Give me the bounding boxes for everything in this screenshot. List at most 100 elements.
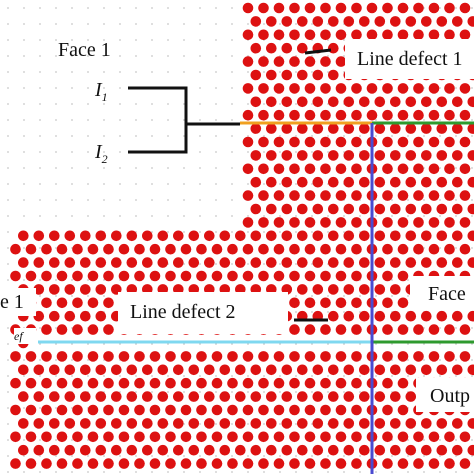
lattice-rod bbox=[335, 377, 347, 389]
lattice-rod bbox=[436, 150, 448, 161]
lattice-rod bbox=[235, 444, 246, 456]
lattice-rod bbox=[80, 391, 91, 402]
lattice-rod bbox=[304, 351, 316, 362]
lattice-rod bbox=[242, 217, 254, 228]
output-right-label: Outp bbox=[416, 378, 474, 412]
lattice-rod bbox=[297, 257, 308, 268]
lattice-rod bbox=[211, 377, 223, 389]
lattice-rod bbox=[18, 418, 29, 429]
lattice-rod bbox=[87, 243, 99, 255]
lattice-rod bbox=[80, 257, 91, 268]
lattice-rod bbox=[289, 324, 300, 335]
lattice-rod bbox=[64, 257, 76, 268]
lattice-rod bbox=[452, 230, 463, 242]
lattice-rod bbox=[359, 310, 370, 322]
lattice-rod bbox=[467, 257, 474, 268]
lattice-rod bbox=[289, 270, 300, 282]
lattice-rod bbox=[428, 431, 440, 443]
lattice-rod bbox=[49, 418, 60, 429]
lattice-rod bbox=[467, 230, 474, 242]
lattice-rod bbox=[467, 364, 474, 376]
photonic-crystal-lattice bbox=[10, 2, 474, 469]
lattice-rod bbox=[103, 270, 114, 282]
lattice-rod bbox=[452, 176, 463, 188]
lattice-rod bbox=[157, 257, 169, 268]
lattice-rod bbox=[459, 29, 471, 41]
lattice-rod bbox=[452, 96, 463, 108]
lattice-rod bbox=[10, 431, 21, 443]
lattice-rod bbox=[351, 404, 362, 416]
lattice-rod bbox=[188, 391, 200, 402]
lattice-rod bbox=[273, 217, 285, 228]
lattice-rod bbox=[56, 404, 68, 416]
lattice-rod bbox=[242, 109, 254, 121]
lattice-rod bbox=[103, 351, 114, 362]
lattice-rod bbox=[382, 458, 393, 469]
lattice-rod bbox=[33, 310, 45, 322]
lattice-rod bbox=[374, 310, 386, 322]
lattice-rod bbox=[304, 404, 316, 416]
lattice-rod bbox=[374, 203, 386, 215]
lattice-rod bbox=[64, 418, 76, 429]
lattice-rod bbox=[459, 136, 471, 148]
lattice-rod bbox=[413, 163, 424, 175]
lattice-rod bbox=[335, 297, 347, 309]
lattice-rod bbox=[49, 310, 60, 322]
lattice-rod bbox=[304, 270, 316, 282]
lattice-rod bbox=[258, 377, 269, 389]
lattice-rod bbox=[87, 297, 99, 309]
lattice-rod bbox=[382, 190, 393, 201]
lattice-rod bbox=[250, 203, 262, 215]
lattice-rod bbox=[374, 96, 386, 108]
lattice-rod bbox=[258, 404, 269, 416]
lattice-rod bbox=[250, 418, 262, 429]
lattice-rod bbox=[297, 284, 308, 295]
lattice-rod bbox=[297, 69, 308, 81]
lattice-rod bbox=[18, 391, 29, 402]
lattice-rod bbox=[165, 377, 176, 389]
lattice-rod bbox=[173, 444, 184, 456]
input-2-label: I2 bbox=[95, 140, 108, 171]
lattice-rod bbox=[444, 2, 455, 14]
lattice-rod bbox=[397, 136, 409, 148]
lattice-rod bbox=[103, 431, 114, 443]
lattice-rod bbox=[312, 96, 324, 108]
lattice-rod bbox=[289, 136, 300, 148]
lattice-rod bbox=[413, 243, 424, 255]
lattice-rod bbox=[328, 310, 339, 322]
lattice-rod bbox=[258, 109, 269, 121]
lattice-rod bbox=[289, 29, 300, 41]
lattice-rod bbox=[320, 136, 331, 148]
input-1-subscript: 1 bbox=[101, 90, 108, 104]
lattice-rod bbox=[397, 377, 409, 389]
lattice-rod bbox=[149, 431, 161, 443]
lattice-rod bbox=[405, 391, 417, 402]
lattice-rod bbox=[258, 136, 269, 148]
lattice-rod bbox=[242, 83, 254, 94]
lattice-rod bbox=[196, 270, 207, 282]
lattice-rod bbox=[173, 364, 184, 376]
lattice-rod bbox=[359, 150, 370, 161]
lattice-rod bbox=[382, 217, 393, 228]
lattice-rod bbox=[459, 190, 471, 201]
lattice-rod bbox=[180, 243, 192, 255]
lattice-rod bbox=[304, 297, 316, 309]
lattice-rod bbox=[413, 324, 424, 335]
lattice-rod bbox=[250, 150, 262, 161]
lattice-rod bbox=[211, 270, 223, 282]
lattice-rod bbox=[320, 217, 331, 228]
lattice-rod bbox=[211, 431, 223, 443]
lattice-rod bbox=[273, 109, 285, 121]
lattice-rod bbox=[289, 56, 300, 67]
lattice-rod bbox=[421, 176, 432, 188]
lattice-rod bbox=[444, 217, 455, 228]
lattice-rod bbox=[421, 310, 432, 322]
lattice-rod bbox=[242, 2, 254, 14]
lattice-rod bbox=[312, 123, 324, 134]
lattice-rod bbox=[459, 163, 471, 175]
lattice-rod bbox=[80, 310, 91, 322]
lattice-rod bbox=[320, 243, 331, 255]
lattice-rod bbox=[126, 230, 138, 242]
lattice-rod bbox=[149, 351, 161, 362]
lattice-rod bbox=[297, 364, 308, 376]
